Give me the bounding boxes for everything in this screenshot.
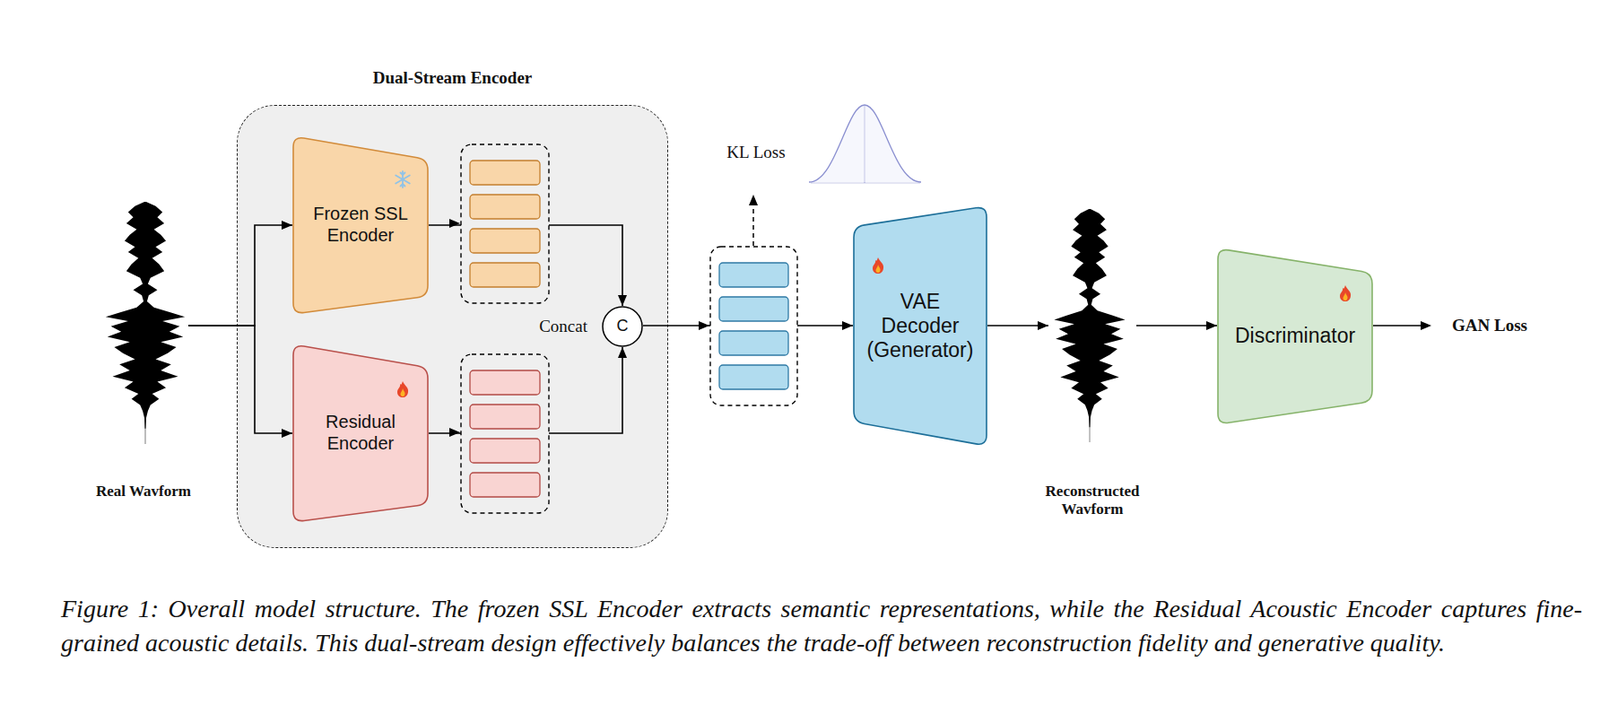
connector-arrow bbox=[1136, 324, 1218, 327]
feature-stack bbox=[460, 353, 550, 514]
model-block: Frozen SSL Encoder bbox=[292, 135, 429, 315]
waveform-label: Real Wavform bbox=[80, 482, 207, 501]
concat-circle: CConcat bbox=[601, 305, 644, 348]
flame-icon bbox=[1339, 285, 1351, 302]
concat-label: Concat bbox=[539, 316, 588, 337]
waveform-label: Reconstructed Wavform bbox=[1029, 482, 1156, 519]
waveform-node: Real Wavform bbox=[98, 199, 189, 506]
block-label: Frozen SSL Encoder bbox=[306, 203, 415, 246]
block-label: Residual Encoder bbox=[306, 411, 415, 454]
gaussian-baseline bbox=[810, 182, 921, 184]
block-label: VAE Decoder (Generator) bbox=[864, 289, 977, 363]
waveform-node: Reconstructed Wavform bbox=[1048, 199, 1137, 506]
gaussian-curve bbox=[808, 104, 922, 183]
kl-dashed-arrow bbox=[752, 204, 755, 246]
feature-stack bbox=[460, 143, 550, 305]
loss-label: GAN Loss bbox=[1431, 315, 1548, 336]
model-block: Discriminator bbox=[1217, 247, 1374, 426]
snowflake-icon bbox=[395, 171, 410, 188]
reconstructed-waveform bbox=[1053, 208, 1125, 443]
figure-caption: Figure 1: Overall model structure. The f… bbox=[60, 591, 1583, 661]
group-container: Dual-Stream EncoderFrozen SSL EncoderRes… bbox=[236, 104, 669, 548]
concat-symbol: C bbox=[617, 316, 629, 336]
latent-stack bbox=[709, 245, 799, 407]
block-label: Discriminator bbox=[1234, 323, 1356, 348]
loss-label: KL Loss bbox=[711, 142, 801, 163]
flame-icon bbox=[397, 381, 409, 398]
gan-arrow bbox=[1373, 324, 1423, 327]
arrow-head bbox=[748, 194, 758, 206]
arrow-head bbox=[1420, 321, 1432, 331]
connector-arrow bbox=[987, 324, 1049, 327]
model-block: VAE Decoder (Generator) bbox=[852, 205, 988, 447]
real-waveform bbox=[105, 201, 185, 444]
flame-icon bbox=[872, 257, 884, 274]
group-title: Dual-Stream Encoder bbox=[237, 68, 668, 88]
model-block: Residual Encoder bbox=[292, 343, 429, 523]
